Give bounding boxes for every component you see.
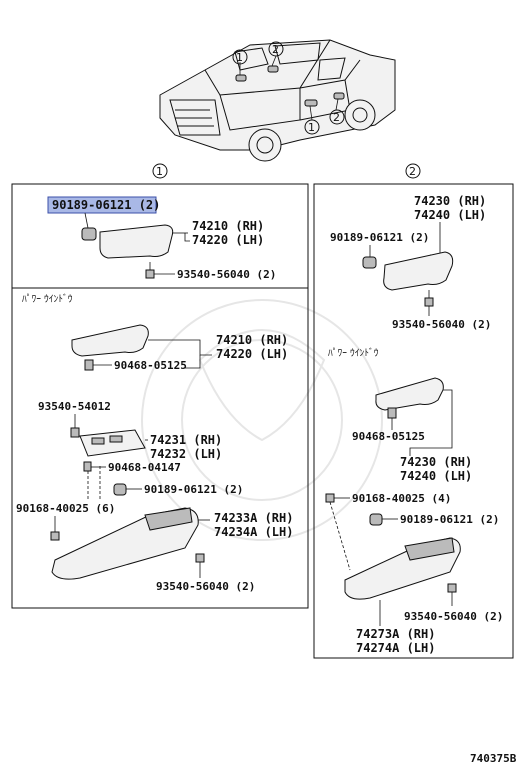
truck-callout-1a: 1 bbox=[236, 51, 243, 64]
truck-illustration: 1 2 1 2 bbox=[159, 39, 396, 162]
panel-right-frame bbox=[313, 183, 514, 659]
part-74210-handle-label: 74210 (RH) bbox=[216, 333, 288, 347]
part-74230-handle-label: 74230 (RH) bbox=[400, 455, 472, 469]
panel-left: 90189-06121 (2) 74210 (RH) 74220 (LH) 93… bbox=[12, 196, 308, 593]
clip-right-icon bbox=[362, 256, 377, 269]
screw-93540-54012-label: 93540-54012 bbox=[38, 400, 111, 413]
power-window-label: ﾊﾟﾜｰ ｳｲﾝﾄﾞｳ bbox=[22, 294, 73, 305]
switch-clip-icon bbox=[83, 461, 92, 472]
part-74231-label: 74231 (RH) bbox=[150, 433, 222, 447]
handle-icon bbox=[71, 324, 149, 357]
panel-left-frame bbox=[11, 183, 309, 609]
armrest-screw-right-icon bbox=[325, 493, 335, 503]
part-74232-label: 74232 (LH) bbox=[150, 447, 222, 461]
highlighted-part-number: 90189-06121 (2) bbox=[52, 198, 160, 212]
switch-screw-icon bbox=[70, 427, 80, 438]
panel-right-callout-circle bbox=[405, 163, 421, 179]
panel-right: 74230 (RH) 74240 (LH) 90189-06121 (2) 93… bbox=[325, 194, 503, 655]
screw-93540-56040-right-bottom-label: 93540-56040 (2) bbox=[404, 610, 503, 623]
handle-clip-right-icon bbox=[387, 407, 397, 419]
armrest-bottom-screw-right-icon bbox=[447, 583, 457, 593]
panel-right-callout: 2 bbox=[409, 165, 416, 178]
screw-93540-56040-right-label: 93540-56040 (2) bbox=[392, 318, 491, 331]
assist-grip-icon bbox=[99, 224, 174, 259]
switch-button-icon bbox=[91, 437, 105, 445]
highlighted-part-box bbox=[47, 196, 157, 214]
handle-right-icon bbox=[375, 377, 444, 411]
panel-left-callout-circle bbox=[152, 163, 168, 179]
screw-90168-40025-right-label: 90168-40025 (4) bbox=[352, 492, 451, 505]
clip-90468-05125-label: 90468-05125 bbox=[114, 359, 187, 372]
part-74274A-label: 74274A (LH) bbox=[356, 641, 435, 655]
screw-93540-56040-label: 93540-56040 (2) bbox=[177, 268, 276, 281]
armrest-bottom-screw-icon bbox=[195, 553, 205, 563]
part-74273A-label: 74273A (RH) bbox=[356, 627, 435, 641]
truck-callout-2a: 2 bbox=[272, 43, 279, 56]
panel-left-callout: 1 bbox=[156, 165, 163, 178]
part-74220-handle-label: 74220 (LH) bbox=[216, 347, 288, 361]
switch-base-icon bbox=[79, 429, 146, 457]
clip-90189-06121-right-armrest-label: 90189-06121 (2) bbox=[400, 513, 499, 526]
armrest-screw-icon bbox=[50, 531, 60, 541]
part-74220-label: 74220 (LH) bbox=[192, 233, 264, 247]
part-74210-label: 74210 (RH) bbox=[192, 219, 264, 233]
clip-90468-05125-right-label: 90468-05125 bbox=[352, 430, 425, 443]
handle-clip-icon bbox=[84, 359, 94, 371]
truck-callout-2b: 2 bbox=[333, 111, 340, 124]
armrest-pull-icon bbox=[144, 507, 193, 531]
armrest-pull-right-icon bbox=[404, 537, 455, 561]
armrest-clip-right-icon bbox=[369, 513, 383, 526]
part-74240-top-label: 74240 (LH) bbox=[414, 208, 486, 222]
figure-code: 740375B bbox=[470, 752, 517, 765]
part-74230-top-label: 74230 (RH) bbox=[414, 194, 486, 208]
clip-90189-06121-right-label: 90189-06121 (2) bbox=[330, 231, 429, 244]
clip-icon bbox=[81, 227, 97, 241]
part-74234A-label: 74234A (LH) bbox=[214, 525, 293, 539]
clip-90468-04147-label: 90468-04147 bbox=[108, 461, 181, 474]
part-74233A-label: 74233A (RH) bbox=[214, 511, 293, 525]
clip-90189-06121-label: 90189-06121 (2) bbox=[144, 483, 243, 496]
truck-callout-1b: 1 bbox=[308, 121, 315, 134]
switch-button-icon bbox=[109, 435, 123, 443]
watermark-emblem bbox=[141, 299, 383, 541]
power-window-right-label: ﾊﾟﾜｰ ｳｲﾝﾄﾞｳ bbox=[328, 348, 379, 359]
screw-right-icon bbox=[424, 297, 434, 307]
screw-90168-40025-label: 90168-40025 (6) bbox=[16, 502, 115, 515]
assist-grip-right-icon bbox=[383, 251, 454, 291]
screw-93540-56040-bottom-label: 93540-56040 (2) bbox=[156, 580, 255, 593]
armrest-clip-icon bbox=[113, 483, 127, 496]
part-74240-handle-label: 74240 (LH) bbox=[400, 469, 472, 483]
screw-icon bbox=[145, 269, 155, 279]
